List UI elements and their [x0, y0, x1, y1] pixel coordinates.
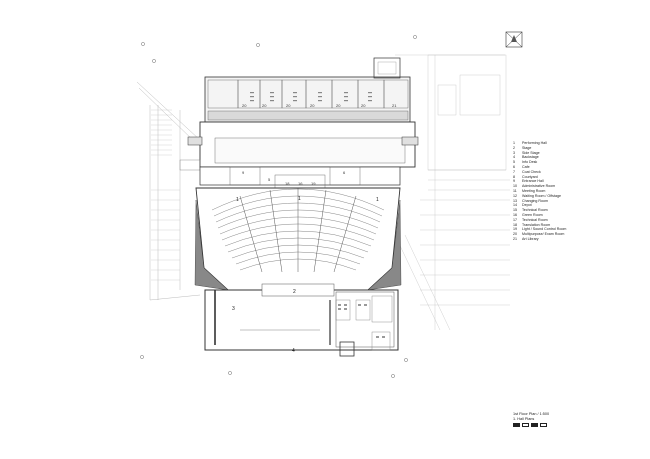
legend-number: 12 [513, 193, 517, 198]
room-label-1c: 1 [376, 197, 379, 203]
entrance-lobby: 9 6 5 18 16 19 [179, 121, 419, 190]
legend-item: 21 Art Library [513, 237, 643, 242]
legend-label: Coat Check [522, 169, 541, 174]
site-context-right [394, 54, 510, 331]
room-label-20c: 20 [286, 103, 291, 108]
legend-item: 1 Performing Hall [513, 141, 643, 146]
legend-item: 4 Backstage [513, 155, 643, 160]
room-label-6: 6 [343, 170, 346, 175]
grid-markers [140, 35, 417, 378]
legend-number: 16 [513, 212, 517, 217]
legend-number: 19 [513, 227, 517, 232]
legend-item: 2 Stage [513, 146, 643, 151]
legend-item: 3 Side Stage [513, 151, 643, 156]
legend-item: 15 Technical Room [513, 208, 643, 213]
legend-number: 21 [513, 236, 517, 241]
legend-label: Translation Room [522, 222, 551, 227]
legend-item: 9 Entrance Hall [513, 179, 643, 184]
legend-label: Administrative Room [522, 184, 556, 189]
legend-label: Side Stage [522, 150, 540, 155]
performing-hall: 1 1 1 [194, 187, 402, 291]
room-label-9: 9 [242, 170, 245, 175]
room-label-19: 19 [311, 181, 316, 186]
legend-number: 7 [513, 169, 515, 174]
room-label-21: 21 [392, 103, 397, 108]
scale-bar-icon [513, 423, 643, 427]
legend-label: Courtyard [522, 174, 538, 179]
legend-item: 11 Meeting Room [513, 189, 643, 194]
legend: 1 Performing Hall 2 Stage 3 Side Stage 4 Backst… [513, 141, 643, 242]
legend-item: 16 Green Room [513, 213, 643, 218]
room-label-18: 18 [285, 181, 290, 186]
room-label-20a: 20 [242, 103, 247, 108]
legend-number: 10 [513, 184, 517, 189]
legend-label: Cafe [522, 164, 530, 169]
legend-number: 15 [513, 208, 517, 213]
legend-label: Stage [522, 145, 532, 150]
room-label-20f: 20 [361, 103, 366, 108]
legend-item: 20 Multipurpose/ Exam Room [513, 232, 643, 237]
legend-item: 17 Technical Room [513, 218, 643, 223]
room-label-20e: 20 [336, 103, 341, 108]
legend-label: Green Room [522, 212, 543, 217]
room-label-5: 5 [268, 177, 271, 182]
legend-item: 18 Translation Room [513, 223, 643, 228]
legend-label: Multipurpose/ Exam Room [522, 232, 565, 237]
caption-subtitle: 1. Hall Plans [513, 417, 535, 421]
room-label-4: 4 [292, 348, 295, 354]
legend-number: 18 [513, 222, 517, 227]
legend-number: 8 [513, 174, 515, 179]
room-label-3: 3 [232, 306, 235, 312]
legend-item: 7 Coat Check [513, 170, 643, 175]
legend-label: Light / Sound Control Room [522, 227, 567, 232]
legend-label: Entrance Hall [522, 179, 544, 184]
stage-area: 2 3 4 [204, 283, 399, 357]
legend-item: 13 Changing Room [513, 199, 643, 204]
room-label-20b: 20 [262, 103, 267, 108]
legend-number: 4 [513, 155, 515, 160]
legend-number: 1 [513, 141, 515, 145]
legend-label: Performing Hall [522, 141, 547, 145]
caption-title: 1st Floor Plan / 1:500 [513, 412, 550, 416]
legend-label: Technical Room [522, 208, 548, 213]
legend-number: 20 [513, 232, 517, 237]
legend-number: 9 [513, 179, 515, 184]
legend-label: Depot [522, 203, 532, 208]
room-label-2: 2 [293, 289, 296, 295]
legend-number: 2 [513, 145, 515, 150]
legend-item: 12 Waiting Room / Offstage [513, 194, 643, 199]
stair-hatch-left [151, 109, 180, 281]
plan-caption: 1st Floor Plan / 1:500 1. Hall Plans [513, 412, 643, 427]
legend-item: 5 Info Desk [513, 160, 643, 165]
room-label-1b: 1 [298, 196, 301, 202]
legend-item: 6 Cafe [513, 165, 643, 170]
legend-number: 3 [513, 150, 515, 155]
north-arrow-icon [505, 31, 523, 48]
legend-number: 5 [513, 160, 515, 165]
legend-label: Waiting Room / Offstage [522, 193, 561, 198]
legend-item: 14 Depot [513, 203, 643, 208]
legend-item: 8 Courtyard [513, 175, 643, 180]
site-context-left [136, 81, 201, 301]
room-label-16: 16 [298, 181, 303, 186]
classroom-wing: 20 20 20 20 20 20 21 [204, 57, 411, 123]
room-label-20d: 20 [310, 103, 315, 108]
legend-label: Info Desk [522, 160, 538, 165]
legend-label: Art Library [522, 236, 539, 241]
legend-number: 6 [513, 164, 515, 169]
legend-label: Backstage [522, 155, 539, 160]
legend-label: Changing Room [522, 198, 548, 203]
legend-number: 11 [513, 188, 517, 193]
legend-number: 13 [513, 198, 517, 203]
legend-label: Meeting Room [522, 188, 546, 193]
room-label-1a: 1 [236, 197, 239, 203]
legend-number: 17 [513, 217, 517, 222]
legend-number: 14 [513, 203, 517, 208]
legend-item: 10 Administrative Room [513, 184, 643, 189]
legend-item: 19 Light / Sound Control Room [513, 227, 643, 232]
legend-label: Technical Room [522, 217, 548, 222]
